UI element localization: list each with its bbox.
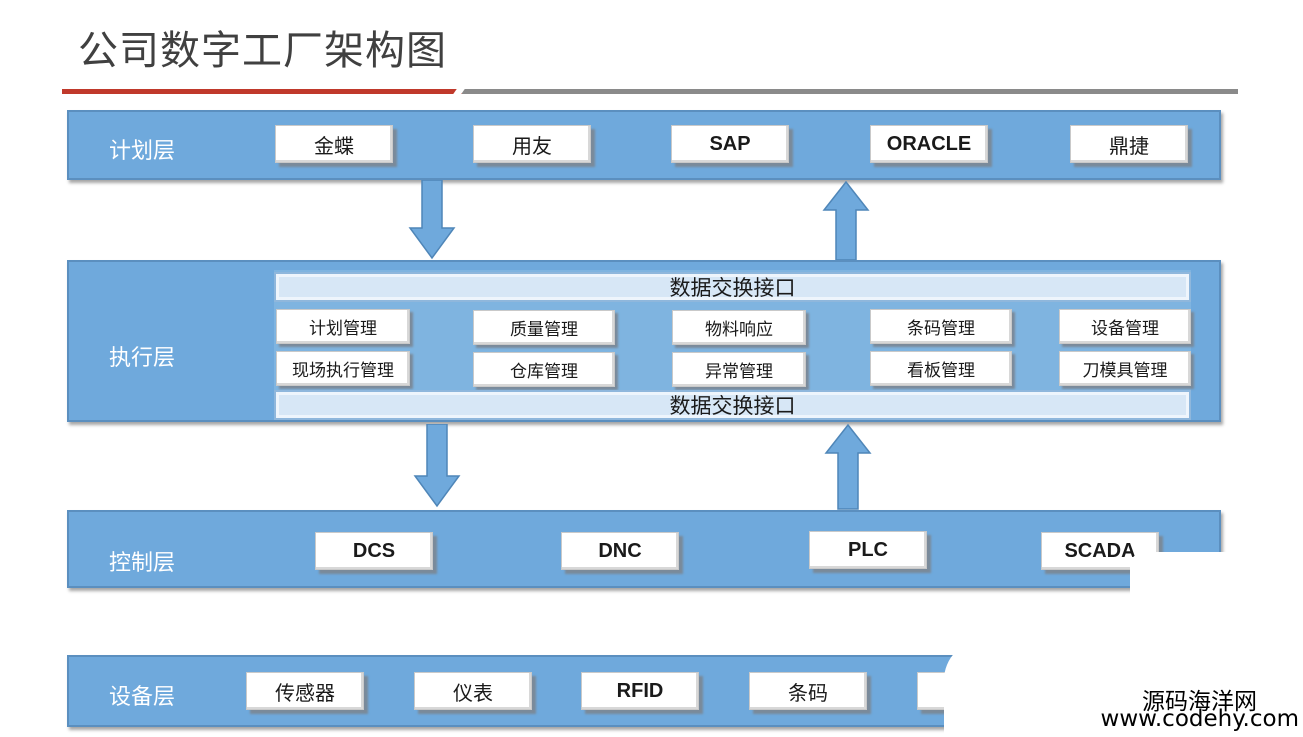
plan-layer-label: 计划层	[109, 139, 176, 164]
plan-item-sap: SAP	[671, 125, 789, 163]
device-item-sensor: 传感器	[246, 672, 364, 710]
arrow-up-exec-plan	[822, 180, 870, 261]
data-exchange-bus-top: 数据交换接口	[274, 272, 1191, 302]
module-plan-mgmt: 计划管理	[276, 309, 410, 344]
plan-item-dingjie: 鼎捷	[1070, 125, 1188, 163]
device-item-barcode: 条码	[749, 672, 867, 710]
control-layer-label: 控制层	[109, 551, 176, 576]
device-item-rfid: RFID	[581, 672, 699, 710]
control-layer: 控制层 DCS DNC PLC SCADA	[67, 510, 1221, 588]
plan-item-yonyou: 用友	[473, 125, 591, 163]
exec-layer: 执行层 数据交换接口 计划管理 质量管理 物料响应 条码管理 设备管理 现场执行…	[67, 260, 1221, 422]
module-material-response: 物料响应	[672, 310, 806, 345]
control-item-dcs: DCS	[315, 532, 433, 570]
exec-layer-label: 执行层	[109, 346, 176, 371]
module-warehouse-mgmt: 仓库管理	[473, 352, 615, 387]
page-title: 公司数字工厂架构图	[78, 28, 447, 74]
module-barcode-mgmt: 条码管理	[870, 309, 1012, 344]
module-equipment-mgmt: 设备管理	[1059, 309, 1191, 344]
device-layer-label: 设备层	[109, 685, 176, 710]
control-item-dnc: DNC	[561, 532, 679, 570]
plan-item-oracle: ORACLE	[870, 125, 988, 163]
plan-item-kingdee: 金蝶	[275, 125, 393, 163]
control-item-plc: PLC	[809, 531, 927, 569]
title-rule-red	[62, 89, 462, 94]
watermark-backdrop-upper	[1130, 552, 1250, 616]
watermark-url: www.codehy.com	[1100, 706, 1299, 732]
arrow-up-control-exec	[824, 423, 872, 510]
arrow-down-plan-exec	[408, 180, 456, 260]
module-tooling-mgmt: 刀模具管理	[1059, 351, 1191, 386]
title-rule-gray	[462, 89, 1238, 94]
module-quality-mgmt: 质量管理	[473, 310, 615, 345]
module-kanban-mgmt: 看板管理	[870, 351, 1012, 386]
plan-layer: 计划层 金蝶 用友 SAP ORACLE 鼎捷	[67, 110, 1221, 180]
module-exception-mgmt: 异常管理	[672, 352, 806, 387]
watermark-cn: 源码海洋网	[1142, 689, 1257, 715]
watermark-backdrop-lower	[944, 640, 1303, 737]
arrow-down-exec-control	[413, 424, 461, 508]
data-exchange-bus-bottom: 数据交换接口	[274, 390, 1191, 420]
device-item-meter: 仪表	[414, 672, 532, 710]
module-onsite-execution-mgmt: 现场执行管理	[276, 351, 410, 386]
